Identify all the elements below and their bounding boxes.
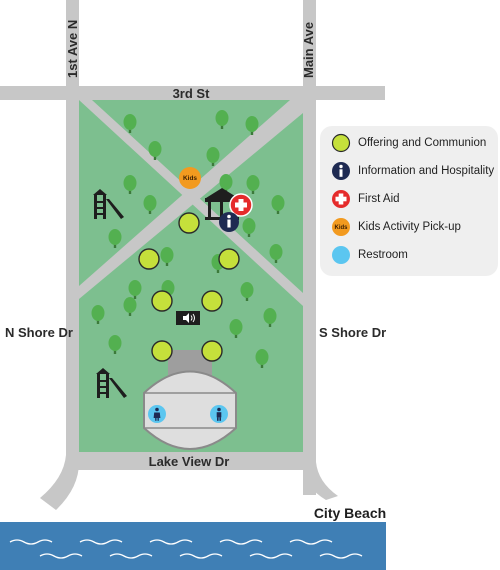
road-main-ave [303, 0, 316, 495]
tree-icon [108, 335, 122, 354]
speaker-icon [176, 311, 200, 325]
restroom-icon [330, 244, 352, 266]
trees [91, 110, 285, 368]
path-diagonal-sw [79, 100, 303, 299]
offering-point-icon [151, 340, 173, 362]
beach-label: City Beach [314, 505, 386, 521]
street-label-main-ave: Main Ave [301, 22, 316, 78]
legend-label: Information and Hospitality [358, 165, 495, 177]
street-label-n-shore: N Shore Dr [5, 325, 73, 340]
street-label-lake-view: Lake View Dr [149, 454, 230, 469]
tree-icon [255, 349, 269, 368]
kids-logo-text: Kids [183, 175, 197, 182]
offering-point-icon [218, 248, 240, 270]
tree-icon [91, 305, 105, 324]
tree-icon [123, 175, 137, 194]
street-label-1st-ave: 1st Ave N [65, 20, 80, 78]
restroom-marker-left [148, 405, 166, 423]
offering-point-icon [178, 212, 200, 234]
tree-icon [128, 280, 142, 299]
tree-icon [263, 308, 277, 327]
legend-item-first-aid: First Aid [330, 189, 400, 209]
tree-icon [148, 141, 162, 160]
tree-icon [123, 114, 137, 133]
info-icon [330, 160, 352, 182]
road-curve-east [303, 462, 338, 500]
road-lake-view [79, 452, 316, 470]
tree-icon [143, 195, 157, 214]
water-waves [9, 539, 363, 559]
kids-activity-marker: Kids [179, 167, 201, 189]
street-label-3rd-st: 3rd St [173, 86, 211, 101]
info-marker [219, 212, 239, 232]
tree-icon [219, 174, 233, 193]
road-1st-ave [66, 0, 79, 470]
roads [0, 0, 385, 510]
kids-activity-icon: Kids [330, 216, 352, 238]
legend-label: Restroom [358, 249, 408, 261]
tree-icon [108, 229, 122, 248]
offering-circle-icon [330, 132, 352, 154]
legend-label: Kids Activity Pick-up [358, 221, 461, 233]
offering-point-icon [201, 340, 223, 362]
tree-icon [246, 175, 260, 194]
legend-item-information: Information and Hospitality [330, 161, 494, 181]
legend-item-offering: Offering and Communion [330, 133, 486, 153]
tree-icon [206, 147, 220, 166]
tree-icon [245, 116, 259, 135]
svg-text:Kids: Kids [334, 225, 348, 231]
tree-icon [160, 247, 174, 266]
restroom-marker-right [210, 405, 228, 423]
offering-point-icon [201, 290, 223, 312]
tree-icon [271, 195, 285, 214]
offering-points [138, 212, 240, 362]
tree-icon [242, 218, 256, 237]
street-label-s-shore: S Shore Dr [319, 325, 386, 340]
playgrounds [93, 189, 127, 398]
lake-water [0, 522, 386, 570]
map-legend: Offering and Communion Information and H… [320, 126, 498, 276]
road-curve-west [40, 455, 80, 510]
park-paths [79, 100, 303, 306]
legend-item-kids: Kids Kids Activity Pick-up [330, 217, 461, 237]
offering-point-icon [151, 290, 173, 312]
stage-building [143, 350, 237, 450]
tree-icon [215, 110, 229, 129]
road-3rd-st [0, 86, 385, 100]
tree-icon [229, 319, 243, 338]
first-aid-icon [330, 188, 352, 210]
tree-icon [123, 297, 137, 316]
playground-icon [93, 189, 124, 219]
first-aid-marker [229, 193, 253, 217]
tree-icon [240, 282, 254, 301]
offering-point-icon [138, 248, 160, 270]
playground-icon [96, 368, 127, 398]
tree-icon [269, 244, 283, 263]
legend-label: Offering and Communion [358, 137, 487, 149]
legend-item-restroom: Restroom [330, 245, 408, 265]
legend-label: First Aid [358, 193, 400, 205]
